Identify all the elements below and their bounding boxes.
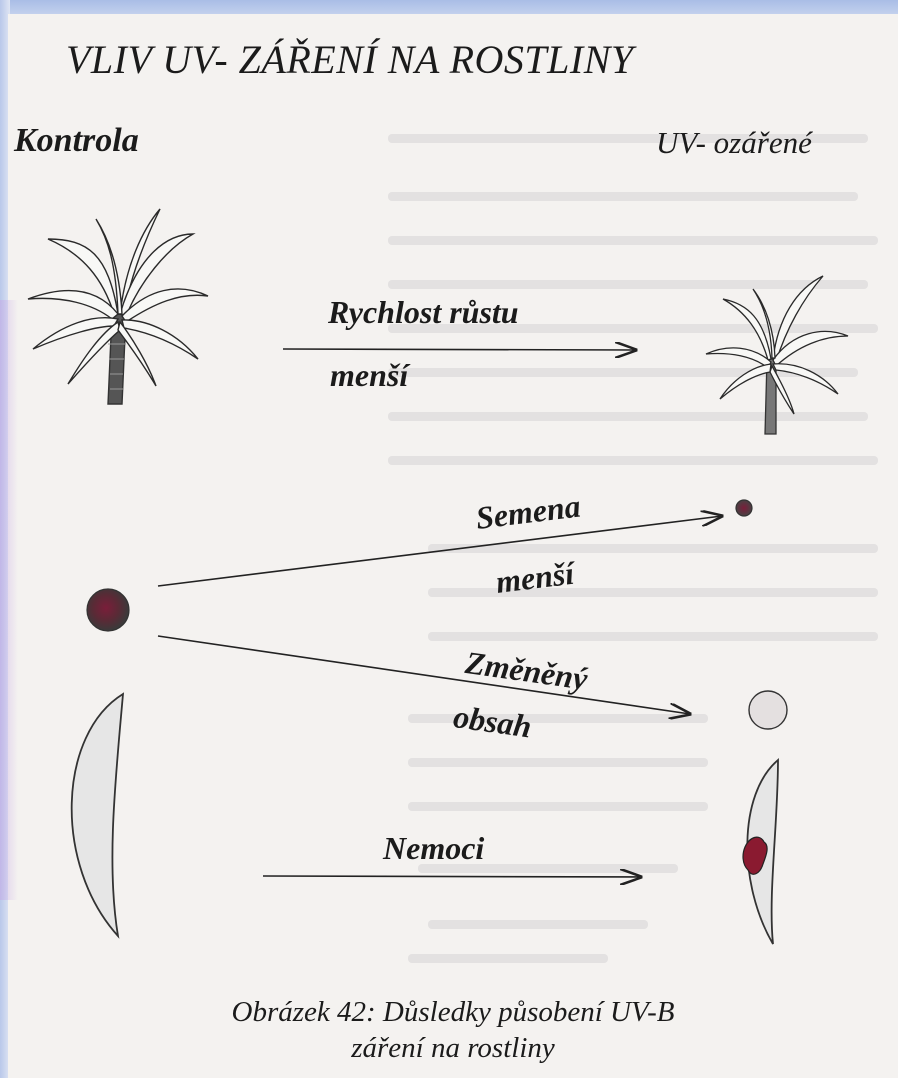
seed-content-arrow xyxy=(158,636,690,714)
figure-caption-line1: Obrázek 42: Důsledky působení UV-B xyxy=(8,998,898,1027)
irradiated-plant-icon xyxy=(706,276,848,434)
healthy-leaf-icon xyxy=(72,694,123,936)
control-plant-icon xyxy=(28,209,208,404)
growth-arrow xyxy=(283,349,636,350)
control-seed-icon xyxy=(87,589,129,631)
slide-left-glow xyxy=(0,300,18,900)
diagram-art xyxy=(8,14,898,1078)
effect-growth-line1: Rychlost růstu xyxy=(328,296,519,328)
effect-disease-label: Nemoci xyxy=(383,832,484,864)
scanned-page: VLIV UV- ZÁŘENÍ NA ROSTLINY Kontrola UV-… xyxy=(8,14,898,1078)
disease-arrow xyxy=(263,876,641,877)
effect-seed-size-line2: menší xyxy=(494,557,576,598)
changed-seed-icon xyxy=(749,691,787,729)
figure-caption-line2: záření na rostliny xyxy=(8,1034,898,1063)
small-seed-icon xyxy=(736,500,752,516)
effect-growth-line2: menší xyxy=(330,359,408,391)
seed-size-arrow xyxy=(158,516,722,586)
